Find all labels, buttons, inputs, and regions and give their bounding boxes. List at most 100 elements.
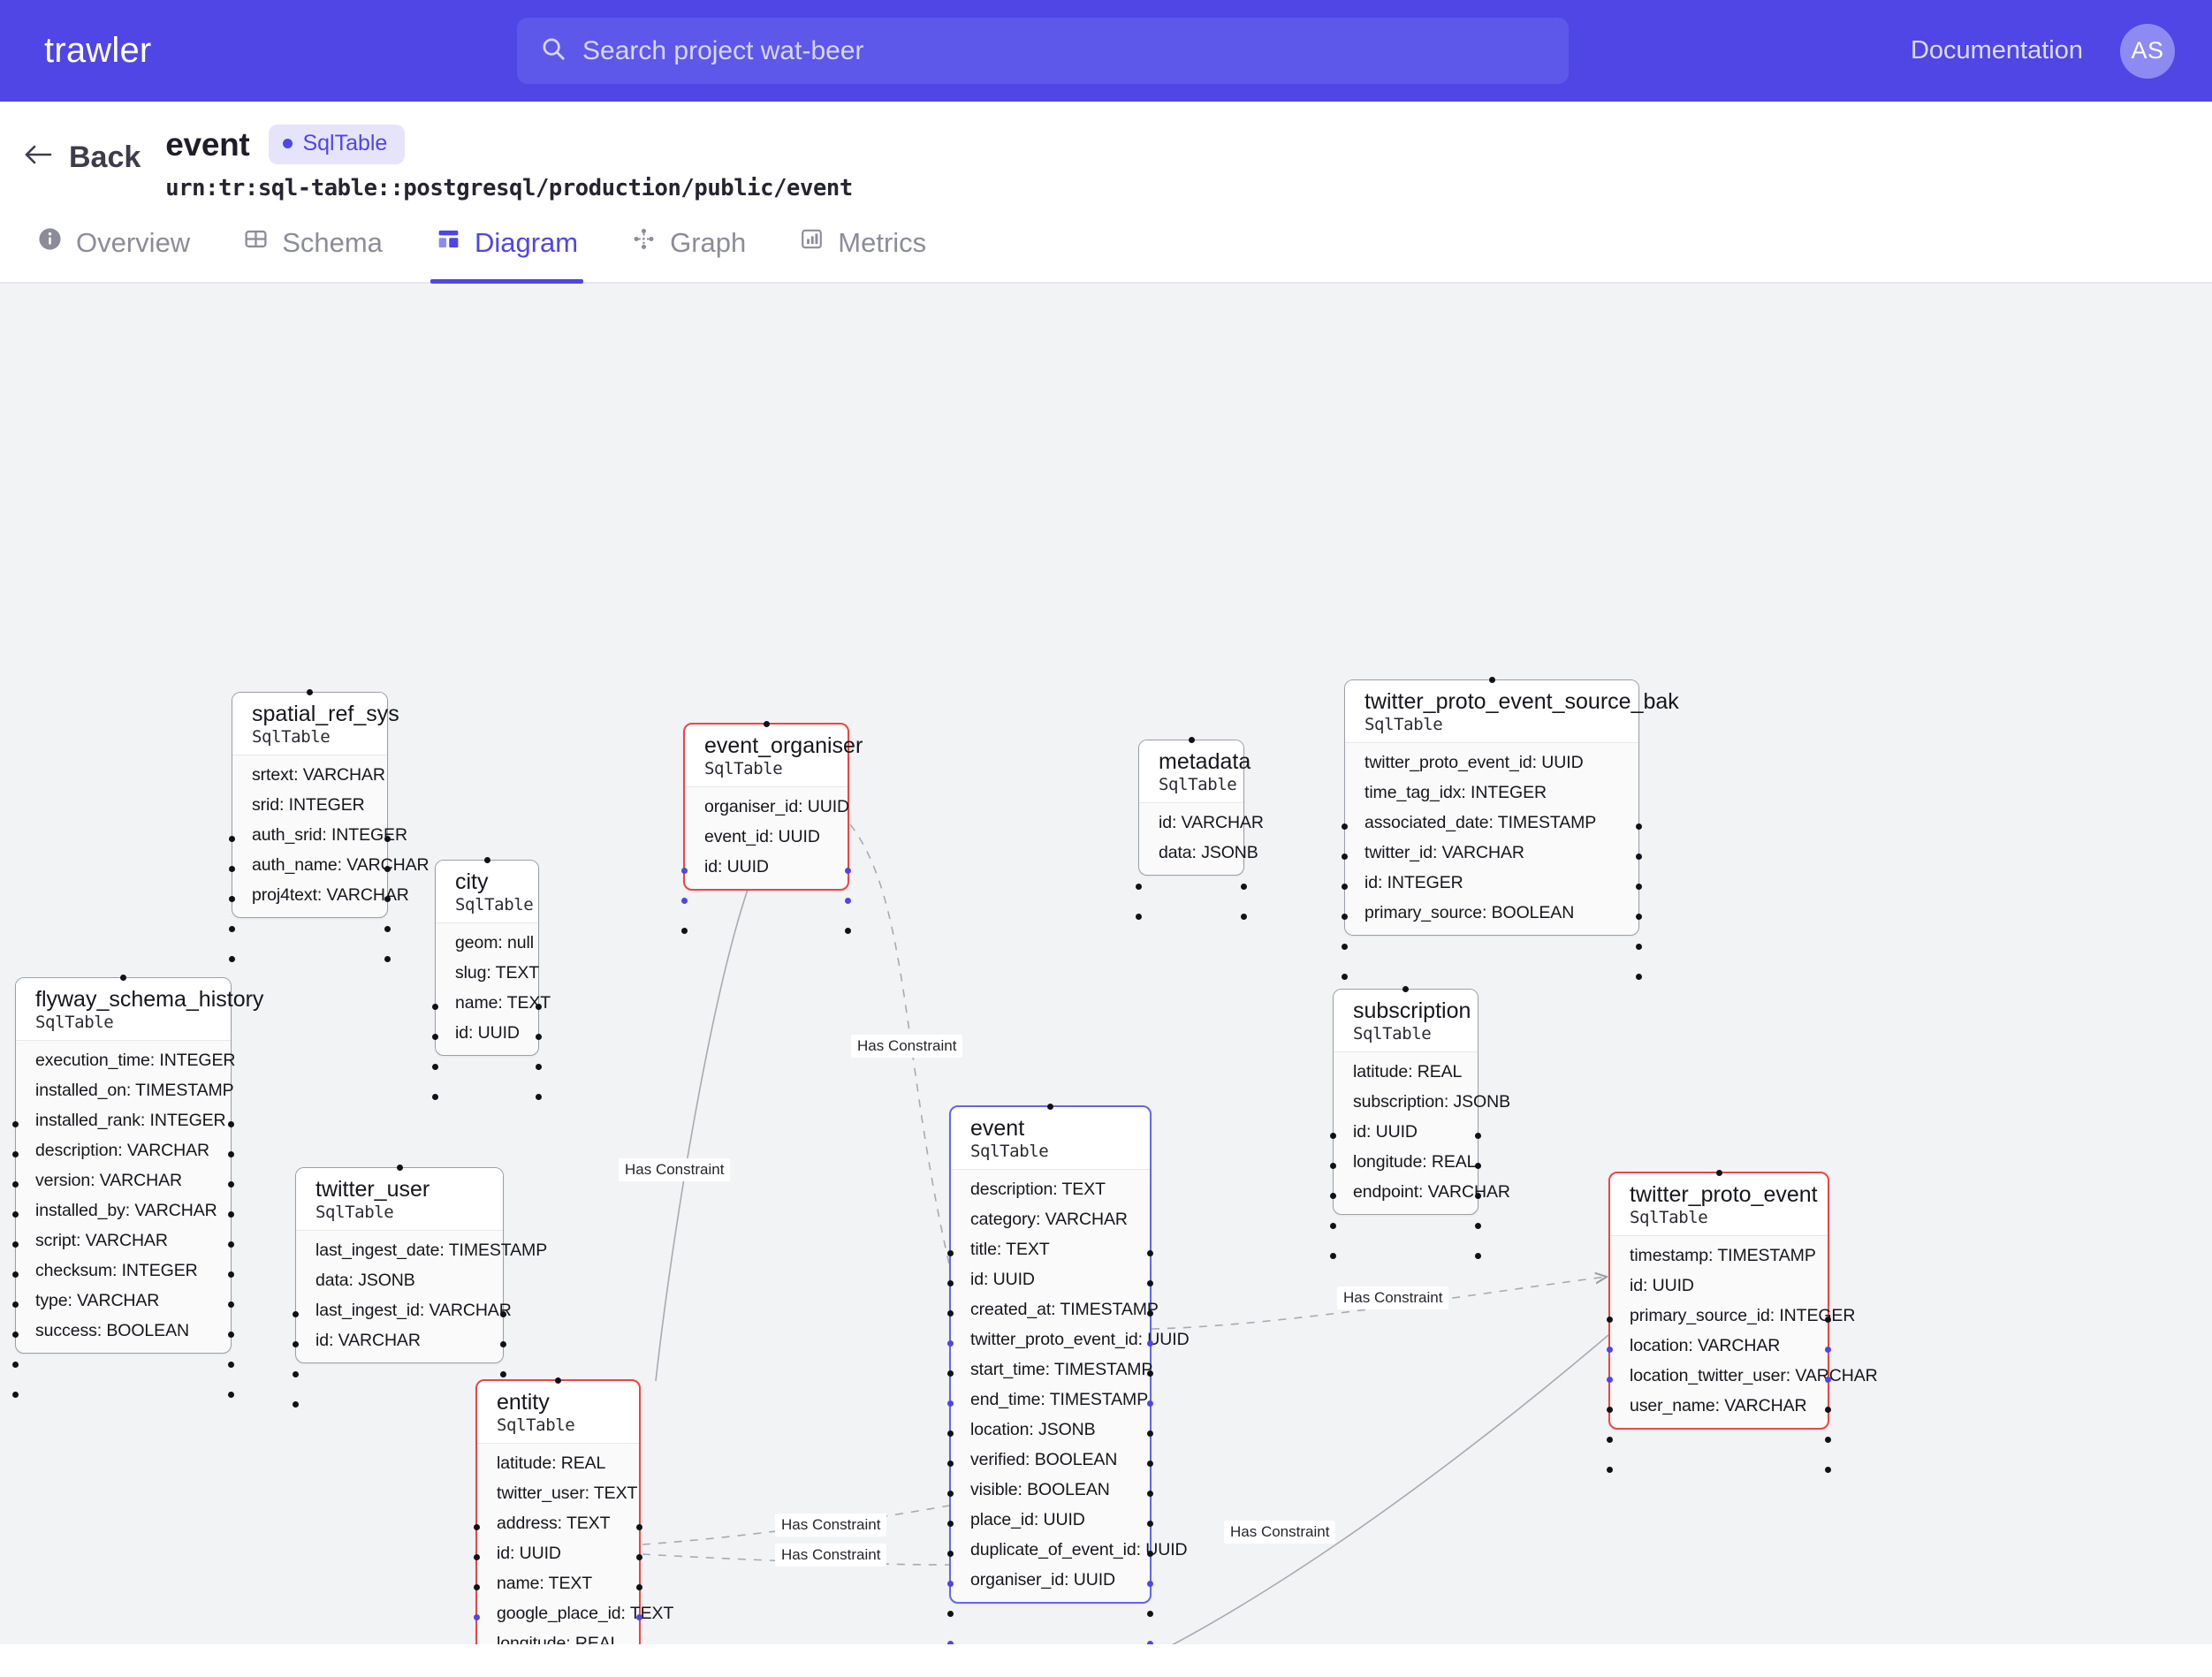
node-field[interactable]: visible: BOOLEAN xyxy=(970,1480,1110,1499)
node-field[interactable]: google_place_id: TEXT xyxy=(497,1604,674,1623)
node-field[interactable]: description: TEXT xyxy=(970,1180,1106,1199)
node-field[interactable]: primary_source: BOOLEAN xyxy=(1364,903,1575,922)
node-anchor-right xyxy=(1475,1162,1481,1169)
node-field[interactable]: twitter_id: VARCHAR xyxy=(1364,843,1524,862)
node-field[interactable]: start_time: TIMESTAMP xyxy=(970,1360,1153,1379)
node-field[interactable]: script: VARCHAR xyxy=(35,1231,168,1250)
node-field[interactable]: name: TEXT xyxy=(497,1574,593,1593)
tab-label: Graph xyxy=(670,226,747,258)
node-anchor-left xyxy=(1330,1162,1336,1169)
node-field[interactable]: twitter_proto_event_id: UUID xyxy=(970,1330,1190,1349)
edge-label: Has Constraint xyxy=(1337,1286,1449,1309)
node-field[interactable]: twitter_user: TEXT xyxy=(497,1484,638,1503)
diagram-canvas[interactable]: Has Constraint Has Constraint Has Constr… xyxy=(0,284,2212,1644)
documentation-link[interactable]: Documentation xyxy=(1910,36,2083,64)
node-field[interactable]: installed_by: VARCHAR xyxy=(35,1201,217,1220)
node-field[interactable]: id: VARCHAR xyxy=(1159,813,1264,832)
node-field[interactable]: verified: BOOLEAN xyxy=(970,1450,1118,1469)
node-field[interactable]: location: VARCHAR xyxy=(1630,1336,1781,1355)
node-anchor-right xyxy=(500,1370,506,1377)
tab-diagram[interactable]: Diagram xyxy=(422,226,617,284)
node-field[interactable]: longitude: REAL xyxy=(1353,1152,1477,1172)
node-field[interactable]: id: UUID xyxy=(455,1023,520,1043)
node-field[interactable]: subscription: JSONB xyxy=(1353,1092,1510,1112)
node-field[interactable]: id: UUID xyxy=(704,857,769,876)
node-field[interactable]: category: VARCHAR xyxy=(970,1210,1128,1229)
node-field[interactable]: auth_name: VARCHAR xyxy=(252,855,429,875)
node-field[interactable]: description: VARCHAR xyxy=(35,1141,210,1160)
node-field[interactable]: place_id: UUID xyxy=(970,1510,1085,1529)
search-input[interactable]: Search project wat-beer xyxy=(517,18,1569,84)
node-field[interactable]: id: UUID xyxy=(970,1270,1035,1289)
node-field[interactable]: endpoint: VARCHAR xyxy=(1353,1182,1510,1202)
node-field[interactable]: latitude: REAL xyxy=(497,1453,606,1473)
node-field[interactable]: latitude: REAL xyxy=(1353,1062,1463,1081)
node-field[interactable]: id: INTEGER xyxy=(1364,873,1463,892)
node-field[interactable]: last_ingest_date: TIMESTAMP xyxy=(315,1241,548,1260)
node-field[interactable]: organiser_id: UUID xyxy=(704,797,850,816)
node-field[interactable]: last_ingest_id: VARCHAR xyxy=(315,1301,512,1320)
node-anchor-right xyxy=(1475,1132,1481,1139)
node-field[interactable]: checksum: INTEGER xyxy=(35,1261,198,1280)
node-field[interactable]: id: UUID xyxy=(1353,1122,1418,1142)
node-field[interactable]: address: TEXT xyxy=(497,1514,611,1533)
node-field[interactable]: id: UUID xyxy=(1630,1276,1694,1295)
node-field[interactable]: execution_time: INTEGER xyxy=(35,1051,236,1070)
node-field[interactable]: data: JSONB xyxy=(1159,843,1258,862)
node-field[interactable]: longitude: REAL xyxy=(497,1634,620,1644)
app-logo[interactable]: trawler xyxy=(44,31,152,70)
tab-metrics[interactable]: Metrics xyxy=(785,226,965,282)
node-field[interactable]: installed_on: TIMESTAMP xyxy=(35,1081,234,1100)
node-field[interactable]: organiser_id: UUID xyxy=(970,1570,1116,1590)
node-field[interactable]: end_time: TIMESTAMP xyxy=(970,1390,1149,1409)
node-field[interactable]: name: TEXT xyxy=(455,993,551,1013)
avatar[interactable]: AS xyxy=(2120,23,2175,79)
node-field[interactable]: twitter_proto_event_id: UUID xyxy=(1364,753,1584,772)
node-anchor-right xyxy=(384,835,391,842)
tab-graph[interactable]: Graph xyxy=(617,226,785,282)
node-field[interactable]: timestamp: TIMESTAMP xyxy=(1630,1246,1816,1265)
back-button[interactable]: Back xyxy=(23,140,141,175)
node-field[interactable]: geom: null xyxy=(455,933,534,952)
node-field[interactable]: srid: INTEGER xyxy=(252,795,365,815)
node-field[interactable]: location_twitter_user: VARCHAR xyxy=(1630,1366,1878,1385)
tab-schema[interactable]: Schema xyxy=(229,226,422,282)
tab-overview[interactable]: Overview xyxy=(23,226,229,282)
node-field[interactable]: title: TEXT xyxy=(970,1240,1050,1259)
node-field[interactable]: installed_rank: INTEGER xyxy=(35,1111,226,1130)
node-field[interactable]: id: VARCHAR xyxy=(315,1331,421,1350)
node-title: event xyxy=(970,1116,1025,1141)
node-field[interactable]: event_id: UUID xyxy=(704,827,820,846)
node-field[interactable]: version: VARCHAR xyxy=(35,1171,182,1190)
node-field[interactable]: user_name: VARCHAR xyxy=(1630,1396,1807,1415)
node-field[interactable]: success: BOOLEAN xyxy=(35,1321,189,1340)
node-field[interactable]: associated_date: TIMESTAMP xyxy=(1364,813,1597,832)
node-field[interactable]: type: VARCHAR xyxy=(35,1291,160,1310)
node-field[interactable]: srtext: VARCHAR xyxy=(252,765,385,785)
node-field[interactable]: id: UUID xyxy=(497,1544,561,1563)
node-field[interactable]: auth_srid: INTEGER xyxy=(252,825,407,845)
node-anchor-left xyxy=(947,1339,954,1347)
node-field[interactable]: data: JSONB xyxy=(315,1271,415,1290)
node-field[interactable]: duplicate_of_event_id: UUID xyxy=(970,1540,1188,1559)
top-bar: trawler Search project wat-beer Document… xyxy=(0,0,2212,102)
node-field[interactable]: slug: TEXT xyxy=(455,963,540,983)
node-field[interactable]: location: JSONB xyxy=(970,1420,1096,1439)
node-field[interactable]: created_at: TIMESTAMP xyxy=(970,1300,1159,1319)
node-field[interactable]: primary_source_id: INTEGER xyxy=(1630,1306,1856,1325)
node-field[interactable]: proj4text: VARCHAR xyxy=(252,885,409,905)
table-icon xyxy=(243,226,269,259)
node-field[interactable]: time_tag_idx: INTEGER xyxy=(1364,783,1547,802)
